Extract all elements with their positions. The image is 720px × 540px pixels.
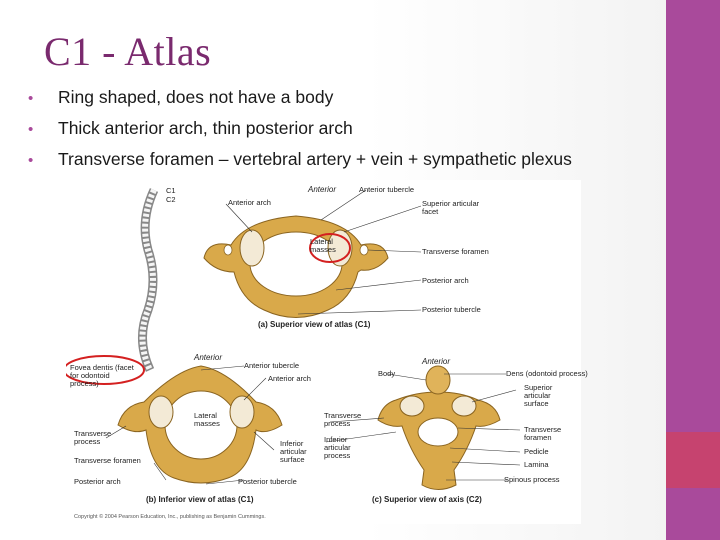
label-anterior-arch-b: Anterior arch [268, 374, 311, 383]
caption-panel-b: (b) Inferior view of atlas (C1) [146, 495, 254, 504]
bullet-icon: • [28, 152, 34, 169]
label-inferior-articular-surface: Inferior articular surface [280, 439, 307, 464]
label-anterior-tubercle-a: Anterior tubercle [359, 185, 415, 194]
label-fovea-dentis: Fovea dentis (facet for odontoid process… [70, 363, 134, 388]
atlas-anatomy-figure: C1 C2 Anterior Anterior tubercle Anterio… [66, 180, 588, 524]
bullet-icon: • [28, 90, 34, 107]
label-transverse-foramen-b: Transverse foramen [74, 456, 141, 465]
label-lamina: Lamina [524, 460, 549, 469]
spine-label-c1: C1 [166, 186, 176, 195]
caption-panel-a: (a) Superior view of atlas (C1) [258, 320, 371, 329]
bullet-item: • Ring shaped, does not have a body [28, 86, 572, 117]
bullet-list: • Ring shaped, does not have a body • Thic… [28, 86, 572, 179]
label-body: Body [378, 369, 396, 378]
label-anterior-a: Anterior [308, 185, 337, 194]
anatomy-illustration [66, 188, 521, 490]
label-posterior-arch-b: Posterior arch [74, 477, 121, 486]
label-spinous-process: Spinous process [504, 475, 560, 484]
leader-lines [105, 189, 521, 485]
label-anterior-b: Anterior [194, 353, 223, 362]
label-transverse-process-c: Transverse process [324, 411, 362, 428]
label-anterior-arch-a: Anterior arch [228, 198, 271, 207]
label-lateral-masses-b: Lateral masses [194, 411, 220, 428]
label-pedicle: Pedicle [524, 447, 549, 456]
bullet-item: • Thick anterior arch, thin posterior arc… [28, 117, 572, 148]
bullet-item: • Transverse foramen – vertebral artery +… [28, 148, 572, 179]
atlas-superior-view [203, 215, 389, 318]
spine-label-c2: C2 [166, 195, 176, 204]
slide-title: C1 - Atlas [44, 29, 212, 74]
axis-superior-view [377, 365, 501, 490]
label-inferior-articular-process: Inferior articular process [324, 435, 351, 460]
label-dens: Dens (odontoid process) [506, 369, 588, 378]
label-transverse-foramen-c: Transverse foramen [524, 425, 562, 442]
label-superior-articular-facet: Superior articular facet [422, 199, 480, 216]
side-accent-block [666, 432, 720, 488]
label-posterior-tubercle-a: Posterior tubercle [422, 305, 481, 314]
label-superior-articular-surface: Superior articular surface [524, 383, 553, 408]
spine-column-drawing [138, 188, 159, 372]
lateral-masses-highlight-circle [309, 233, 351, 263]
bullet-text: Ring shaped, does not have a body [58, 87, 334, 107]
label-posterior-arch-a: Posterior arch [422, 276, 469, 285]
label-transverse-process-b: Transverse process [74, 429, 112, 446]
label-lateral-masses-a: Lateral masses [310, 237, 336, 254]
figure-copyright: Copyright © 2004 Pearson Education, Inc.… [74, 514, 266, 520]
fovea-dentis-highlight-circle [66, 355, 145, 385]
bullet-icon: • [28, 121, 34, 138]
caption-panel-c: (c) Superior view of axis (C2) [372, 495, 482, 504]
label-posterior-tubercle-b: Posterior tubercle [238, 477, 297, 486]
atlas-inferior-view [66, 355, 283, 484]
label-transverse-foramen-a: Transverse foramen [422, 247, 489, 256]
label-anterior-c: Anterior [422, 357, 451, 366]
bullet-text: Transverse foramen – vertebral artery + … [58, 149, 572, 169]
label-anterior-tubercle-b: Anterior tubercle [244, 361, 300, 370]
bullet-text: Thick anterior arch, thin posterior arch [58, 118, 353, 138]
